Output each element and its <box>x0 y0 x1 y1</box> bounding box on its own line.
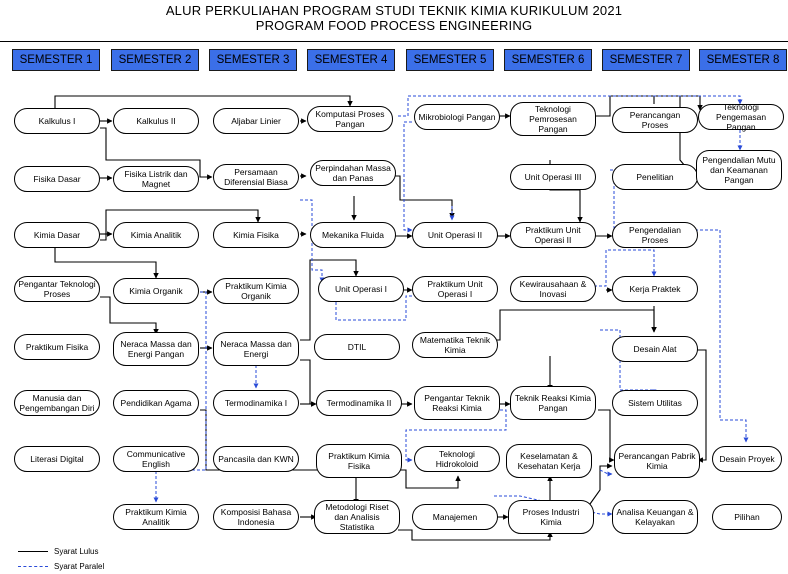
course-manajemen: Manajemen <box>412 504 498 530</box>
course-pengendalian-proses: Pengendalian Proses <box>612 222 698 248</box>
course-teknologi-hidrokoloid: Teknologi Hidrokoloid <box>414 446 500 472</box>
course-unit-operasi-3: Unit Operasi III <box>510 164 596 190</box>
course-desain-alat: Desain Alat <box>612 336 698 362</box>
edge-metodologi-prosesindustri <box>398 529 553 541</box>
legend-paralel-label: Syarat Paralel <box>54 562 105 571</box>
edge-pendidikan-metodologi <box>200 409 359 505</box>
course-mikrobiologi: Mikrobiologi Pangan <box>414 104 500 130</box>
course-pilihan: Pilihan <box>712 504 782 530</box>
course-komposisi-bahasa: Komposisi Bahasa Indonesia <box>213 504 299 530</box>
course-pengendalian-mutu: Pengendalian Mutu dan Keamanan Pangan <box>696 150 782 190</box>
semester-1-header: SEMESTER 1 <box>12 49 100 71</box>
course-unit-operasi-2: Unit Operasi II <box>412 222 498 248</box>
paralel-reaksi-hidrokoloid <box>405 409 507 463</box>
semester-7-header: SEMESTER 7 <box>602 49 690 71</box>
course-perpindahan-massa: Perpindahan Massa dan Panas <box>310 160 396 186</box>
page-title: ALUR PERKULIAHAN PROGRAM STUDI TEKNIK KI… <box>165 3 623 18</box>
course-kimia-dasar: Kimia Dasar <box>14 222 100 248</box>
course-k3: Keselamatan & Kesehatan Kerja <box>506 444 592 478</box>
edge-kalkulus1-persamaan <box>100 127 213 180</box>
semester-4-header: SEMESTER 4 <box>307 49 395 71</box>
course-praktikum-fisika: Praktikum Fisika <box>14 334 100 360</box>
course-neraca-massa-energi: Neraca Massa dan Energi <box>213 332 299 366</box>
course-pancasila: Pancasila dan KWN <box>213 446 299 472</box>
edge-praktikumkf-hidrokoloid <box>398 469 461 489</box>
course-praktikum-uo2: Praktikum Unit Operasi II <box>510 222 596 248</box>
course-pendidikan-agama: Pendidikan Agama <box>113 390 199 416</box>
edge-pengantar-neraca1 <box>100 296 159 335</box>
paralel-k3-pabrik <box>599 469 613 477</box>
semester-3-header: SEMESTER 3 <box>209 49 297 71</box>
course-perancangan-proses: Perancangan Proses <box>612 107 698 133</box>
course-praktikum-kimia-organik: Praktikum Kimia Organik <box>213 278 299 304</box>
semester-5-header: SEMESTER 5 <box>406 49 494 71</box>
edge-perpindahan-unitop2 <box>390 175 455 219</box>
semester-6-header: SEMESTER 6 <box>504 49 592 71</box>
paralel-mikro-unitop2 <box>403 121 413 233</box>
course-penelitian: Penelitian <box>612 164 698 190</box>
edge-teknikreaksi-pabrik <box>598 409 615 463</box>
edge-neraca2-termo2 <box>300 359 317 407</box>
edge-kimiadasar-kimiafisika <box>100 209 261 241</box>
course-teknologi-pengemasan: Teknologi Pengemasan Pangan <box>698 102 784 132</box>
course-praktikum-uo1: Praktikum Unit Operasi I <box>412 276 498 302</box>
header-divider <box>0 41 788 42</box>
course-kalkulus-1: Kalkulus I <box>14 108 100 134</box>
semester-8-header: SEMESTER 8 <box>699 49 787 71</box>
course-sistem-utilitas: Sistem Utilitas <box>612 390 698 416</box>
edge-prosesindustri-pabrik <box>589 463 613 505</box>
legend-lulus-swatch <box>18 551 48 552</box>
paralel-kerjapraktek <box>594 249 657 287</box>
course-aljabar-linier: Aljabar Linier <box>213 108 299 134</box>
course-kimia-organik: Kimia Organik <box>113 278 199 304</box>
legend-paralel: Syarat Paralel <box>18 562 104 571</box>
course-persamaan-diferensial: Persamaan Diferensial Biasa <box>213 164 299 190</box>
course-literasi-digital: Literasi Digital <box>14 446 100 472</box>
course-praktikum-kimia-fisika: Praktikum Kimia Fisika <box>316 444 402 478</box>
paralel-perpindahan-unitop1 <box>300 199 325 283</box>
course-kimia-fisika: Kimia Fisika <box>213 222 299 248</box>
legend-paralel-swatch <box>18 566 48 567</box>
edge-neraca2-unitop1 <box>300 259 359 341</box>
course-fisika-dasar: Fisika Dasar <box>14 166 100 192</box>
paralel-komputasi-pengemasan <box>398 95 743 117</box>
course-analisa-keuangan: Analisa Keuangan & Kelayakan <box>612 500 698 534</box>
course-termodinamika-2: Termodinamika II <box>316 390 402 416</box>
course-proses-industri: Proses Industri Kimia <box>508 500 594 534</box>
paralel-desainproyek <box>610 169 749 443</box>
course-dtil: DTIL <box>314 334 400 360</box>
page-subtitle: PROGRAM FOOD PROCESS ENGINEERING <box>255 18 533 33</box>
edge-desainalat-pabrik <box>696 349 707 463</box>
course-teknologi-pemrosesan: Teknologi Pemrosesan Pangan <box>510 102 596 136</box>
course-pengantar-reaksi: Pengantar Teknik Reaksi Kimia <box>414 386 500 420</box>
course-perancangan-pabrik: Perancangan Pabrik Kimia <box>614 444 700 478</box>
course-fisika-listrik: Fisika Listrik dan Magnet <box>113 166 199 192</box>
course-kalkulus-2: Kalkulus II <box>113 108 199 134</box>
course-metodologi-riset: Metodologi Riset dan Analisis Statistika <box>314 500 400 534</box>
legend-lulus: Syarat Lulus <box>18 547 98 556</box>
course-matematika-teknik-kimia: Matematika Teknik Kimia <box>412 332 498 358</box>
lulus-edges <box>54 95 707 541</box>
legend-lulus-label: Syarat Lulus <box>54 547 99 556</box>
semester-2-header: SEMESTER 2 <box>111 49 199 71</box>
course-desain-proyek: Desain Proyek <box>712 446 782 472</box>
course-mekanika-fluida: Mekanika Fluida <box>310 222 396 248</box>
course-communicative-english: Communicative English <box>113 446 199 472</box>
edge-kimiadasar-kimiaorganik <box>54 248 159 279</box>
course-termodinamika-1: Termodinamika I <box>213 390 299 416</box>
course-kimia-analitik: Kimia Analitik <box>113 222 199 248</box>
course-komputasi-proses: Komputasi Proses Pangan <box>307 106 393 132</box>
course-praktikum-kimia-analitik: Praktikum Kimia Analitik <box>113 504 199 530</box>
course-pengantar-teknologi: Pengantar Teknologi Proses <box>14 276 100 302</box>
course-kewirausahaan: Kewirausahaan & Inovasi <box>510 276 596 302</box>
course-teknik-reaksi-pangan: Teknik Reaksi Kimia Pangan <box>510 386 596 420</box>
paralel-praktikumuo1-unitop1 <box>333 295 412 321</box>
course-manusia-pengembangan: Manusia dan Pengembangan Diri <box>14 390 100 416</box>
course-neraca-massa-pangan: Neraca Massa dan Energi Pangan <box>113 332 199 366</box>
course-kerja-praktek: Kerja Praktek <box>612 276 698 302</box>
edge-kalkulus1-komputasi <box>54 95 353 108</box>
course-unit-operasi-1: Unit Operasi I <box>318 276 404 302</box>
